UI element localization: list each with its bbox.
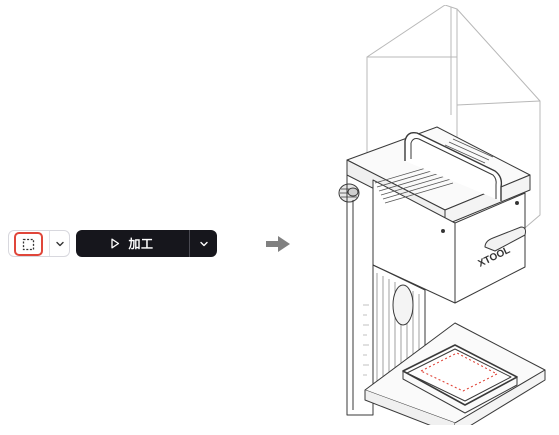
framing-button-group (8, 230, 70, 257)
process-button[interactable]: 加工 (76, 230, 188, 257)
process-label: 加工 (128, 237, 154, 251)
chevron-down-icon (56, 241, 64, 246)
dashed-square-icon (22, 238, 35, 250)
framing-button[interactable] (14, 232, 43, 256)
frame (346, 175, 426, 416)
laser-head: XTOOL (346, 126, 531, 304)
laser-machine-illustration: XTOOL (338, 5, 546, 425)
chevron-down-icon (200, 241, 208, 246)
play-icon (111, 238, 120, 249)
process-button-group: 加工 (76, 230, 217, 257)
base-plate (364, 322, 546, 425)
process-dropdown-button[interactable] (189, 230, 218, 257)
arrow-right-icon (266, 236, 290, 252)
focus-knob (338, 183, 360, 203)
framing-dropdown-button[interactable] (49, 231, 70, 256)
